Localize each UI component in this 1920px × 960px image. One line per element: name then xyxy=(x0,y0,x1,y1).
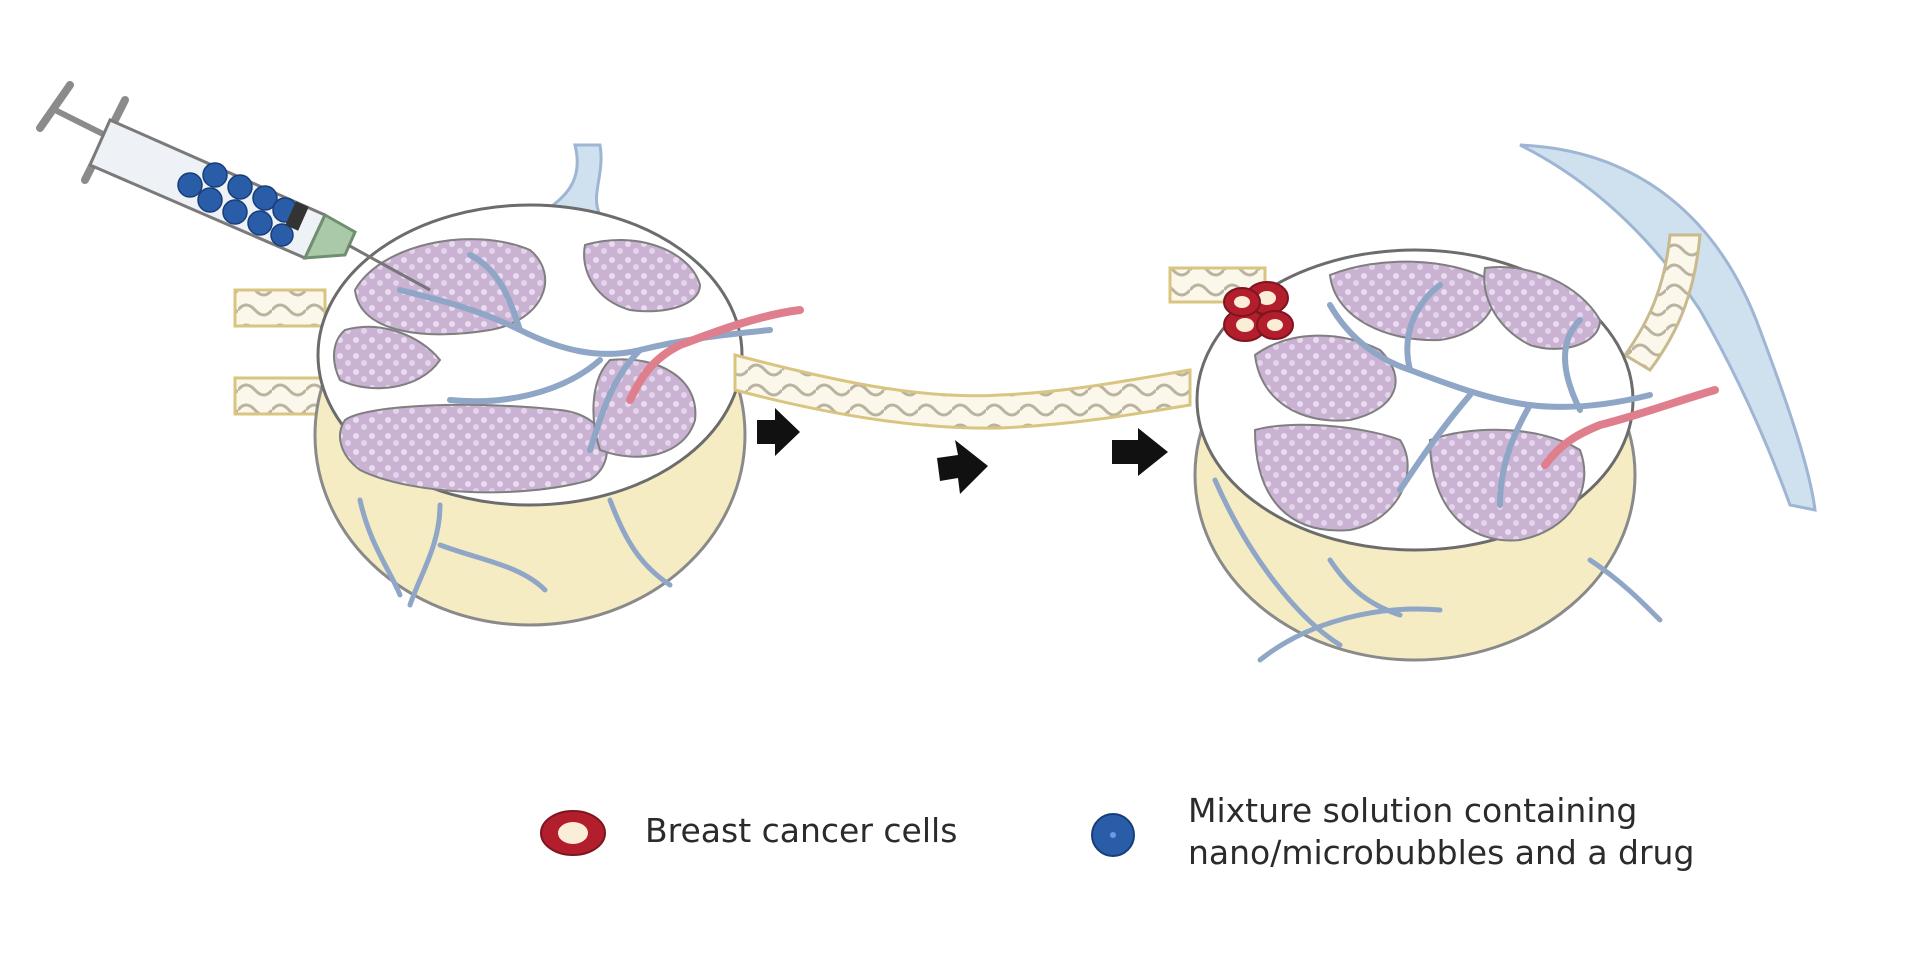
left-lobule-1 xyxy=(353,238,547,336)
syringe-icon xyxy=(36,81,431,292)
arrow-right-icon xyxy=(1112,428,1168,476)
left-node-vessels xyxy=(397,252,773,453)
left-lobule-5 xyxy=(333,325,442,390)
left-afferent-duct-lower xyxy=(233,376,327,416)
right-lobule-3 xyxy=(1253,334,1397,422)
left-lobule-2 xyxy=(583,238,702,313)
left-node-artery xyxy=(626,306,804,404)
right-lobule-1 xyxy=(1328,260,1496,342)
legend-mixture-line-2: nano/microbubbles and a drug xyxy=(1188,833,1695,872)
cancer-cell-icon xyxy=(540,810,606,856)
legend-cancer-cells-label: Breast cancer cells xyxy=(645,811,958,850)
left-lobule-4 xyxy=(592,358,697,458)
right-node-artery xyxy=(1541,386,1719,469)
arrow-right-icon xyxy=(937,440,988,494)
cancer-cell-cluster xyxy=(1223,281,1294,342)
connecting-lymph-vessel xyxy=(733,353,1192,430)
right-capsule-vessels xyxy=(1212,477,1663,663)
right-lymph-node xyxy=(1168,143,1817,663)
right-lobule-5 xyxy=(1428,428,1586,542)
legend-mixture-line-1: Mixture solution containing xyxy=(1188,791,1638,830)
left-afferent-duct-upper xyxy=(233,288,327,328)
left-capsule-vessels xyxy=(357,497,673,608)
right-lobule-4 xyxy=(1253,423,1409,532)
arrow-right-icon xyxy=(757,408,800,456)
right-efferent-duct xyxy=(1622,233,1702,372)
right-vein xyxy=(1519,143,1817,512)
bubble-icon xyxy=(1091,813,1135,857)
left-lobule-3 xyxy=(339,403,608,494)
left-lymph-node xyxy=(233,143,804,627)
right-node-vessels xyxy=(1327,282,1653,508)
